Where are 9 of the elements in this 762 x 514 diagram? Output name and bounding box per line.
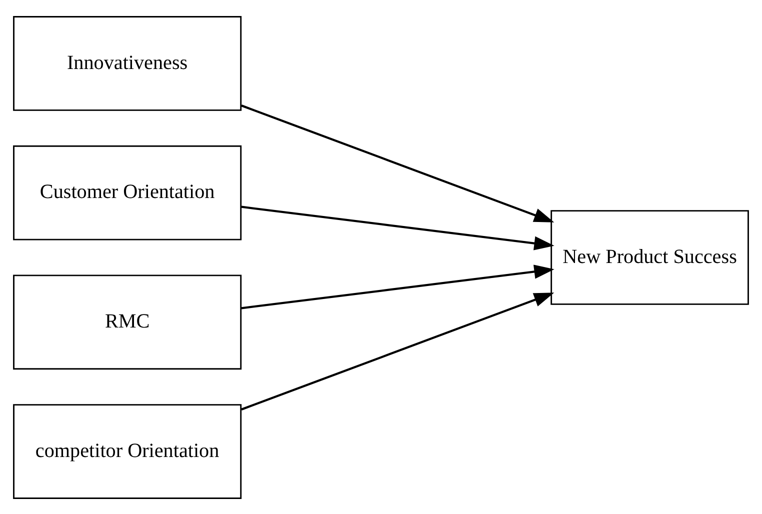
node-box: competitor Orientation bbox=[13, 404, 242, 498]
node-box: New Product Success bbox=[550, 210, 749, 304]
arrow bbox=[241, 264, 554, 309]
arrow bbox=[241, 104, 554, 222]
arrow bbox=[241, 292, 554, 410]
node-box: Customer Orientation bbox=[13, 144, 242, 240]
node-box: RMC bbox=[13, 274, 242, 370]
node-box: Innovativeness bbox=[13, 16, 242, 110]
arrow bbox=[241, 205, 554, 250]
